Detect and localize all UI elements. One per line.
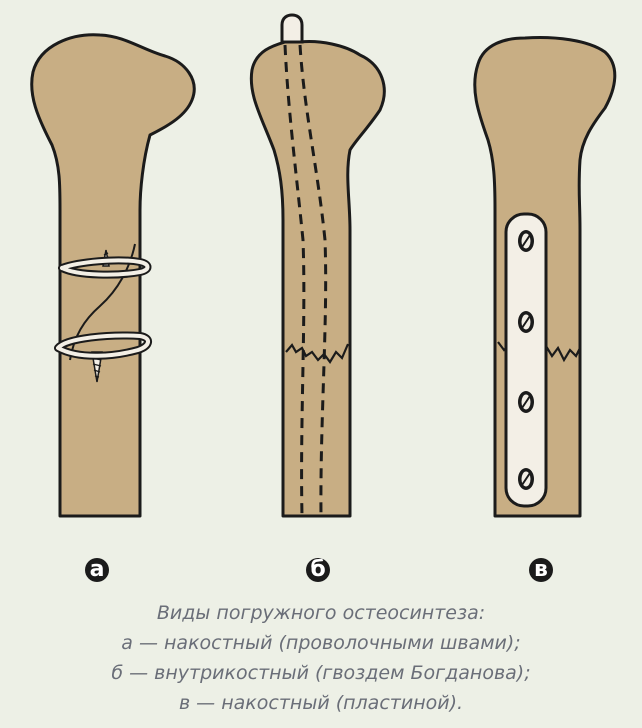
wire-loop-lower (54, 331, 152, 360)
plate-screw-3-icon (518, 391, 534, 413)
transverse-fracture-line (285, 343, 350, 364)
wire-loop-upper (58, 256, 152, 279)
nail-right-edge (298, 44, 328, 517)
plate-screw-2-icon (518, 311, 534, 333)
caption: Виды погружного остеосинтеза: а — накост… (0, 598, 642, 718)
plate-screw-4-icon (518, 468, 534, 490)
bone-plate (504, 212, 548, 508)
plate-screws (518, 230, 534, 490)
caption-line-b: б — внутрикостный (гвоздем Богданова); (111, 662, 531, 684)
caption-line-a: а — накостный (проволочными швами); (121, 632, 521, 654)
label-circle-a: а (85, 557, 109, 582)
caption-title: Виды погружного остеосинтеза: (156, 602, 486, 624)
nail-head (280, 13, 304, 44)
label-b: б (310, 557, 325, 582)
label-circle-c: в (529, 557, 553, 582)
label-c: в (534, 557, 548, 582)
figure-c: в (473, 36, 617, 582)
bone-with-intramedullary-nail (249, 40, 386, 518)
label-circle-b: б (306, 557, 330, 582)
figure-a: а (30, 33, 196, 582)
caption-line-c: в — накостный (пластиной). (178, 692, 464, 714)
figure-b: б (249, 13, 386, 582)
label-a: а (90, 557, 105, 582)
plate-screw-1-icon (518, 230, 534, 252)
